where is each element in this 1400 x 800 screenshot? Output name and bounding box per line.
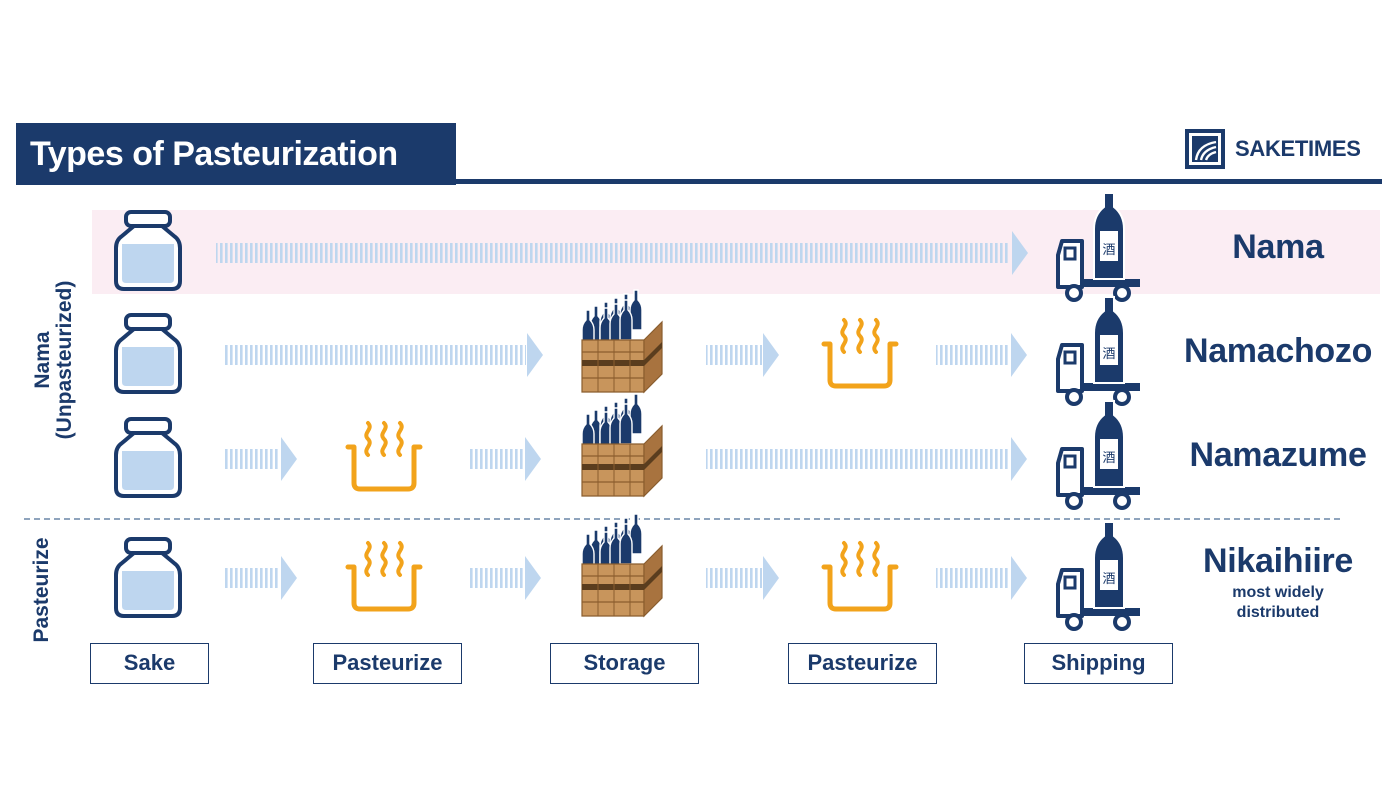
dotted-arrow-icon [224,437,297,481]
row-nikaihiire: 酒 [114,514,1142,631]
brand-logo: SAKETIMES [1185,128,1361,170]
dotted-arrow-icon [224,556,297,600]
sake-tank-icon [114,313,182,394]
page-title: Types of Pasteurization [16,123,456,185]
type-note-line1: most widely [1232,584,1324,601]
type-name-namachozo: Namachozo [1183,332,1373,370]
heating-pot-icon [348,423,420,489]
dotted-arrow-icon [936,333,1027,377]
row-namazume: 酒 [114,394,1142,510]
bottle-label: 酒 [1102,347,1115,362]
bottle-label: 酒 [1102,572,1115,587]
delivery-truck-icon: 酒 [1056,399,1142,510]
stage-label-pasteurize-2: Pasteurize [788,643,937,684]
sake-tank-icon [114,417,182,498]
bottle-label: 酒 [1102,243,1115,258]
row-nama: 酒 [114,191,1142,302]
type-name-nama: Nama [1232,228,1324,266]
stage-label-shipping: Shipping [1024,643,1173,684]
bottle-crate-icon [582,394,662,496]
title-rule [16,179,1382,184]
brand-name: SAKETIMES [1235,136,1361,161]
bottle-crate-icon [582,290,662,392]
sake-tank-icon [114,210,182,291]
dotted-arrow-icon [706,437,1027,481]
dotted-arrow-icon [216,231,1028,275]
stage-label-sake: Sake [90,643,209,684]
dotted-arrow-icon [468,556,541,600]
dotted-arrow-icon [706,556,779,600]
delivery-truck-icon: 酒 [1056,295,1142,406]
type-note-line2: distributed [1236,604,1320,621]
group-separator [24,518,1340,520]
dotted-arrow-icon [936,556,1027,600]
stage-label-pasteurize-1: Pasteurize [313,643,462,684]
heating-pot-icon [824,320,896,386]
bottle-label: 酒 [1102,451,1115,466]
saketimes-logo-icon [1185,129,1225,169]
delivery-truck-icon: 酒 [1056,191,1142,302]
dotted-arrow-icon [706,333,779,377]
type-name-namazume: Namazume [1189,436,1367,474]
stage-label-storage: Storage [550,643,699,684]
sake-tank-icon [114,537,182,618]
type-name-nikaihiire: Nikaihiire [1202,542,1354,580]
heating-pot-icon [348,543,420,609]
bottle-crate-icon [582,514,662,616]
row-namachozo: 酒 [114,290,1142,406]
delivery-truck-icon: 酒 [1056,520,1142,631]
heating-pot-icon [824,543,896,609]
dotted-arrow-icon [224,333,543,377]
dotted-arrow-icon [468,437,541,481]
